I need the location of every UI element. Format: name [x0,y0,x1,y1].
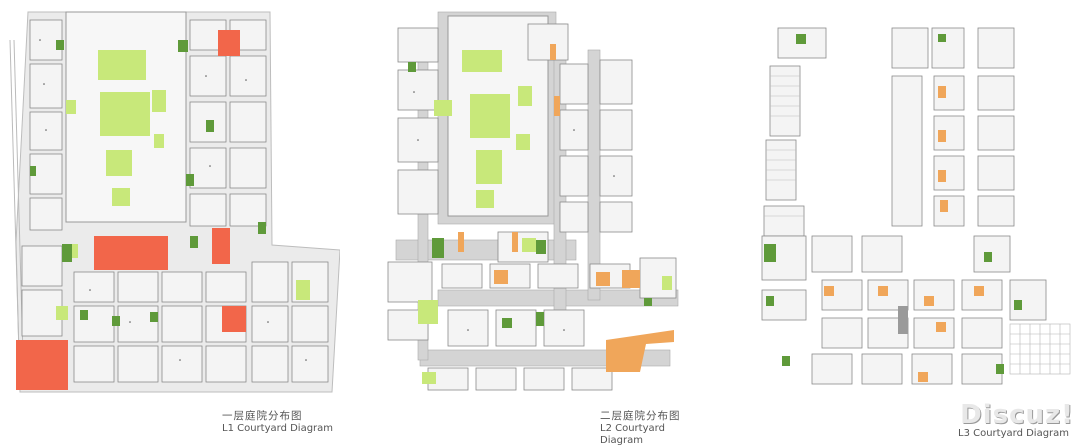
l1-caption-en: L1 Courtyard Diagram [222,423,334,434]
l3-caption-en: L3 Courtyard Diagram [958,428,1070,439]
l2-caption-en: L2 Courtyard Diagram [600,423,665,446]
panel-l2: 二层庭院分布图 L2 Courtyard Diagram [378,0,698,446]
l3-caption: L3 Courtyard Diagram [958,428,1069,440]
l1-caption-zh: 一层庭院分布图 [222,410,303,422]
l2-caption: 二层庭院分布图 L2 Courtyard Diagram [600,410,698,447]
watermark-logo: Discuz! [960,400,1074,430]
l1-caption: 一层庭院分布图 L1 Courtyard Diagram [222,410,333,435]
l2-plan-drawing [387,11,679,391]
panel-l3: L3 Courtyard Diagram [752,0,1080,446]
l3-plan-drawing [761,27,1071,385]
l1-plan-drawing [9,11,340,393]
panel-l1: 一层庭院分布图 L1 Courtyard Diagram [0,0,340,446]
l2-caption-zh: 二层庭院分布图 [600,410,681,422]
